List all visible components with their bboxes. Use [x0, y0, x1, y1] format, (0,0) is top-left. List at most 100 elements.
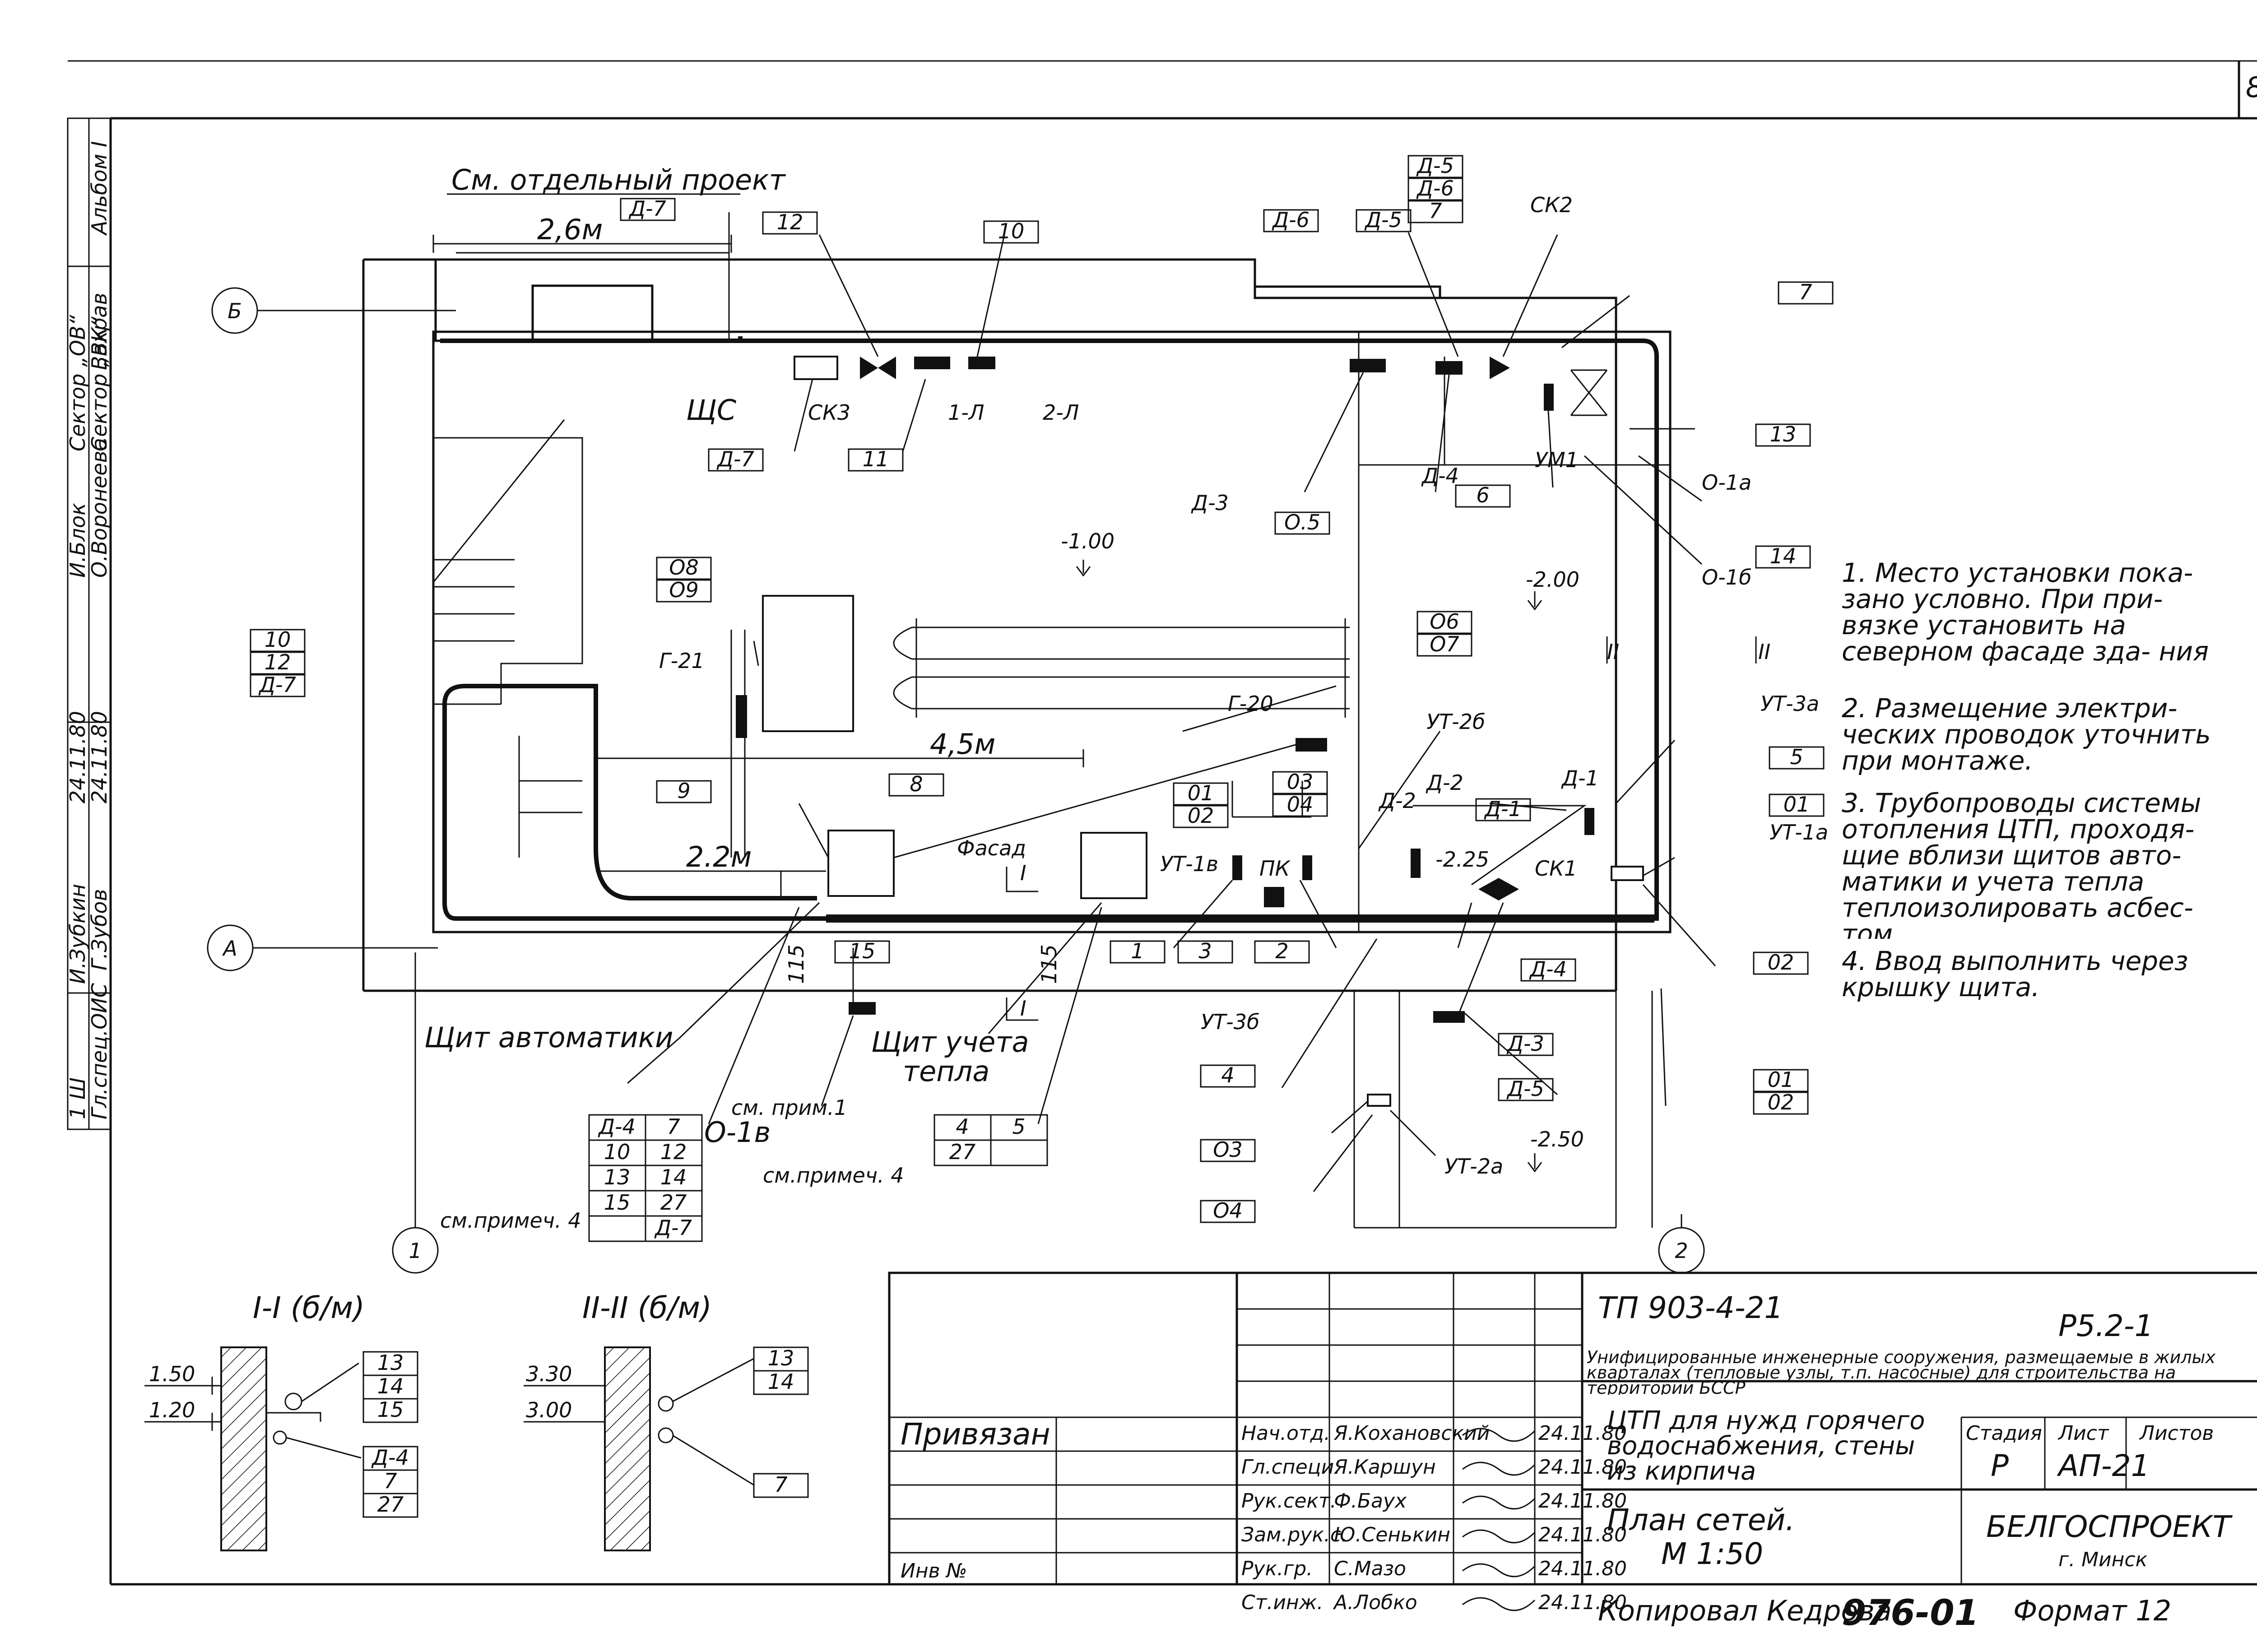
tag-label: 03: [1287, 770, 1314, 794]
tag-frame: [1407, 155, 1463, 178]
tag-top-d5a: Д-5: [1356, 208, 1412, 232]
stamp-sector-vk: Сектор „ВК“: [87, 316, 111, 451]
tag-o1-low: 01: [1753, 1067, 1809, 1092]
table-left-cell: 15: [604, 1190, 631, 1215]
label-d3: Д-3: [1191, 491, 1229, 515]
section-i-tags-lower: Д-4: [362, 1445, 418, 1471]
tag-frame: [1110, 940, 1166, 964]
section-tag-label: 7: [774, 1472, 787, 1497]
signature-mark: [1462, 1529, 1536, 1544]
tag-label: Д-5: [1364, 208, 1402, 232]
tag-n15: 15: [834, 939, 890, 964]
tag-d3-low: Д-3: [1498, 1031, 1554, 1056]
tag-label: Д-4: [1529, 957, 1567, 981]
note-3: 3. Трубопроводы системы отопления ЦТП, п…: [1842, 790, 2201, 939]
tag-n1: 1: [1110, 939, 1166, 964]
staff-name: Я.Кохановский: [1333, 1422, 1490, 1445]
note-text: 1. Место установки пока- зано условно. П…: [1842, 560, 2209, 667]
tag-label: 15: [849, 939, 876, 963]
tag-n13: 13: [1755, 422, 1811, 447]
tag-frame: [1272, 771, 1328, 794]
tag-label: 8: [910, 772, 923, 796]
section-tag-frame: [753, 1473, 809, 1498]
tag-frame: [1173, 782, 1229, 806]
tag-frame: [656, 557, 712, 580]
section-ii-tags-upper: 13: [753, 1346, 809, 1372]
table-left-cell: 12: [660, 1140, 687, 1164]
tag-label: Д-7: [716, 447, 754, 471]
tag-label: 01: [1188, 781, 1214, 805]
tag-d5-low: Д-5: [1498, 1077, 1554, 1101]
tag-frame: [1177, 940, 1233, 964]
staff-name: Ф.Баух: [1334, 1490, 1407, 1513]
stamp-sector-ov: Сектор „ОВ“: [65, 315, 90, 451]
staff-date: 24.11.80: [1538, 1422, 1627, 1445]
see-note-4-b: см.примеч. 4: [763, 1163, 904, 1188]
section-i-level-b: 1.20: [149, 1398, 195, 1422]
tag-label: 9: [677, 779, 690, 803]
tag-n12-left: 12: [250, 650, 306, 675]
section-tag-label: 27: [377, 1492, 404, 1517]
project-description: Унифицированные инженерные сооружения, р…: [1587, 1350, 2216, 1395]
axis-2-label: 2: [1675, 1239, 1688, 1263]
tag-o6: О6: [1416, 609, 1472, 634]
dim-2-6: 2,6м: [537, 213, 603, 246]
staff-date: 24.11.80: [1538, 1456, 1627, 1479]
level-bottom: -2.50: [1530, 1127, 1584, 1151]
tag-label: 5: [1790, 745, 1803, 769]
table-left-cell: 27: [660, 1190, 687, 1215]
tag-frame: [250, 674, 306, 697]
tag-label: 13: [1770, 422, 1797, 446]
general-notes: 1. Место установки пока- зано условно. П…: [1842, 560, 2211, 1000]
tag-frame: [1753, 1091, 1809, 1115]
heat-panel-label-2: тепла: [903, 1055, 989, 1088]
stamp-gl-spec-name: И.Зубкин: [65, 884, 90, 984]
tag-d4-low: Д-4: [1520, 957, 1576, 982]
level-right: -2.00: [1526, 567, 1579, 592]
tag-d1-mid: Д-1: [1475, 797, 1531, 821]
tag-label: 04: [1287, 792, 1314, 817]
section-ii-ii: II-II (б/м) 3.30 3.00: [524, 1290, 754, 1551]
section-tag-label: 7: [384, 1469, 397, 1493]
tag-frame: [834, 940, 890, 964]
stamp-sheet-no: 1 Ш: [65, 1077, 90, 1119]
tag-label: Д-3: [1506, 1031, 1544, 1056]
axis-markers: Б А 1 2: [207, 287, 1705, 1274]
table-left-cell: 13: [604, 1165, 631, 1189]
stamp-kii: И.Блок: [65, 503, 90, 578]
label-sk2: СК2: [1530, 193, 1573, 217]
tag-frame: [1254, 940, 1310, 964]
stamp-gl-spec: Гл.спец.ОИС: [87, 983, 111, 1119]
staff-date: 24.11.80: [1538, 1557, 1627, 1580]
staff-date: 24.11.80: [1538, 1523, 1627, 1546]
tag-n7-right: 7: [1778, 280, 1834, 305]
tag-frame: [1274, 511, 1330, 535]
tag-o1-r: 01: [1769, 792, 1825, 817]
stage-header: Стадия: [1966, 1422, 2042, 1445]
tag-n5-right: 5: [1769, 745, 1825, 770]
tag-frame: [1263, 209, 1319, 232]
staff-role: Гл.специ.: [1241, 1456, 1340, 1479]
tag-frame: [1755, 423, 1811, 447]
automatics-panel-box: [827, 830, 895, 897]
note-2: 2. Размещение электри- ческих проводок у…: [1842, 695, 2211, 774]
stamp-author-ov: Г.Зубов: [87, 889, 111, 970]
privyazan-label: Привязан: [901, 1417, 1050, 1452]
drawing-scale: М 1:50: [1661, 1536, 1763, 1571]
title-block: ТП 903-4-21 Р5.2-1 Унифицированные инжен…: [888, 1271, 2257, 1633]
section-ii-tags-upper: 14: [753, 1369, 809, 1395]
axis-1-label: 1: [409, 1239, 422, 1263]
table-mid-cell: 5: [1012, 1114, 1025, 1139]
tag-d7-left: Д-7: [250, 673, 306, 697]
stamp-album: Альбом I: [87, 141, 111, 236]
tag-frame: [1272, 794, 1328, 817]
tag-n14: 14: [1755, 544, 1811, 569]
tag-n9: 9: [656, 779, 712, 803]
label-sk3: СК3: [808, 400, 850, 425]
tag-label: 4: [1221, 1063, 1234, 1087]
tag-frame: [708, 448, 764, 472]
label-ut2a: УТ-2а: [1444, 1154, 1503, 1179]
